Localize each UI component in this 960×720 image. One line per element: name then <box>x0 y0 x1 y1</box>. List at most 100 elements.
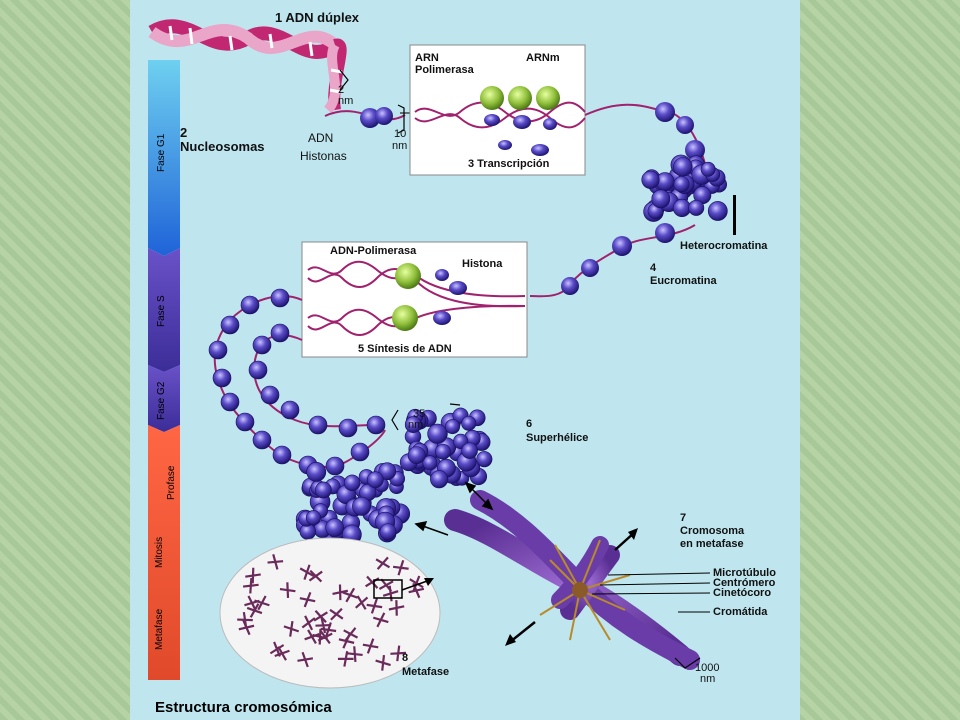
nucleosome <box>407 446 426 465</box>
nucleosome <box>260 385 280 405</box>
label-superhelice-num: 6 <box>526 418 533 430</box>
nucleosome <box>366 471 384 489</box>
heterochromatin-cluster <box>584 102 736 235</box>
dna-synthesis-panel <box>301 241 528 358</box>
label-35nm: 35 <box>413 408 426 420</box>
metaphase-chromosome-mark <box>299 592 316 608</box>
transcription-panel <box>409 44 586 176</box>
label-en-metafase: en metafase <box>680 538 744 550</box>
metaphase-chromosome-mark <box>332 584 349 601</box>
superhelix-cluster <box>399 407 493 489</box>
label-10nm: 10 <box>394 128 407 140</box>
phase-mitosis-band <box>148 425 180 680</box>
label-metafase: Metafase <box>402 666 450 678</box>
nucleosome <box>672 198 692 218</box>
nucleosome <box>422 455 438 471</box>
label-cinetocoro: Cinetócoro <box>713 587 772 599</box>
nucleosome <box>435 443 451 460</box>
nucleosome <box>220 315 240 335</box>
label-centromero: Centrómero <box>713 577 776 589</box>
nucleosome <box>366 415 386 435</box>
nucleosome <box>444 419 460 435</box>
label-adn-duplex: 1 ADN dúplex <box>275 10 360 25</box>
nucleosome <box>379 523 397 540</box>
metaphase-chromosome-mark <box>299 564 315 580</box>
metaphase-chromosome-mark <box>409 575 424 591</box>
diagram-panel: Fase G1 Fase S Fase G2 Profase Mitosis M… <box>130 0 800 720</box>
nucleosome <box>651 189 671 209</box>
label-2nm-unit: nm <box>338 95 354 107</box>
label-metafase-num: 8 <box>402 652 409 664</box>
chromatin-fibers <box>208 288 386 476</box>
chromosome-structure-diagram <box>148 19 736 689</box>
nucleosome <box>430 470 449 489</box>
label-sintesis: 5 Síntesis de ADN <box>358 343 452 355</box>
metaphase-chromosome-mark <box>362 638 379 654</box>
metaphase-chromosome-mark <box>337 650 354 667</box>
metaphase-chromosome-mark <box>245 567 261 584</box>
nucleosome <box>641 170 660 189</box>
metaphase-chromosome-mark <box>329 607 344 621</box>
stage-arrows <box>414 481 494 536</box>
phase-g1-band <box>148 60 180 256</box>
nucleosome <box>270 288 290 308</box>
nucleosome <box>673 157 693 177</box>
label-10nm-unit: nm <box>392 140 408 152</box>
phase-label-g2: Fase G2 <box>156 381 167 420</box>
label-superhelice: Superhélice <box>526 432 589 444</box>
label-cromosoma: Cromosoma <box>680 525 745 537</box>
nucleosome <box>315 481 332 499</box>
metaphase-chromosome-mark <box>313 609 328 624</box>
nucleosome <box>325 518 344 537</box>
label-adn: ADN <box>308 131 334 145</box>
phase-g2-band <box>148 365 180 432</box>
phase-label-g1: Fase G1 <box>156 133 167 172</box>
label-eucromatina: Eucromatina <box>650 275 717 287</box>
label-cromatida: Cromátida <box>713 606 768 618</box>
label-microtubulo: Microtúbulo <box>713 567 776 579</box>
nucleosome <box>235 412 255 432</box>
nucleosome <box>461 415 477 431</box>
nucleosome <box>700 161 716 177</box>
nucleosome <box>688 199 705 216</box>
nucleosome <box>404 416 422 433</box>
metaphase-chromosome-mark <box>338 633 355 649</box>
metaphase-chromosome-mark <box>308 569 323 583</box>
phase-label-metafase: Metafase <box>154 608 165 650</box>
metaphase-chromosome <box>444 490 711 670</box>
cell-cycle-bar <box>148 60 180 680</box>
metaphase-chromosome-mark <box>279 582 296 598</box>
label-transcripcion: 3 Transcripción <box>468 158 550 170</box>
nucleosome <box>252 430 272 450</box>
nucleosome <box>707 201 728 221</box>
nucleosome <box>325 456 345 476</box>
label-histona: Histona <box>462 258 503 270</box>
nucleosome <box>212 368 232 388</box>
label-arn-polimerasa: ARN Polimerasa <box>415 52 474 76</box>
nucleosome <box>427 423 448 444</box>
metaphase-chromosome-mark <box>390 645 407 662</box>
nucleosome <box>338 418 358 438</box>
phase-label-s: Fase S <box>156 295 167 327</box>
metaphase-chromosome-mark <box>301 615 316 631</box>
scale-brackets <box>339 69 461 431</box>
phase-label-profase: Profase <box>166 465 177 500</box>
nucleosome <box>280 400 300 420</box>
nucleosome <box>272 445 292 465</box>
label-eucromatina-num: 4 <box>650 262 657 274</box>
metaphase-chromosome-mark <box>242 577 259 594</box>
metaphase-chromosome-mark <box>366 598 383 614</box>
nucleosome <box>350 442 370 462</box>
label-nucleosomas: 2 Nucleosomas <box>180 125 265 154</box>
footer-bar: Estructura cromosómica <box>130 697 800 720</box>
metaphase-chromosome-mark <box>317 630 333 645</box>
nucleosome <box>461 442 478 459</box>
label-1000nm: 1000 <box>695 662 720 674</box>
nucleosome <box>220 392 240 412</box>
nucleosome <box>352 496 371 516</box>
label-35nm-unit: nm <box>408 419 424 431</box>
nucleosome <box>252 335 272 355</box>
phase-s-band <box>148 248 180 372</box>
label-arnm: ARNm <box>526 52 560 64</box>
metaphase-chromosome-mark <box>254 595 270 611</box>
